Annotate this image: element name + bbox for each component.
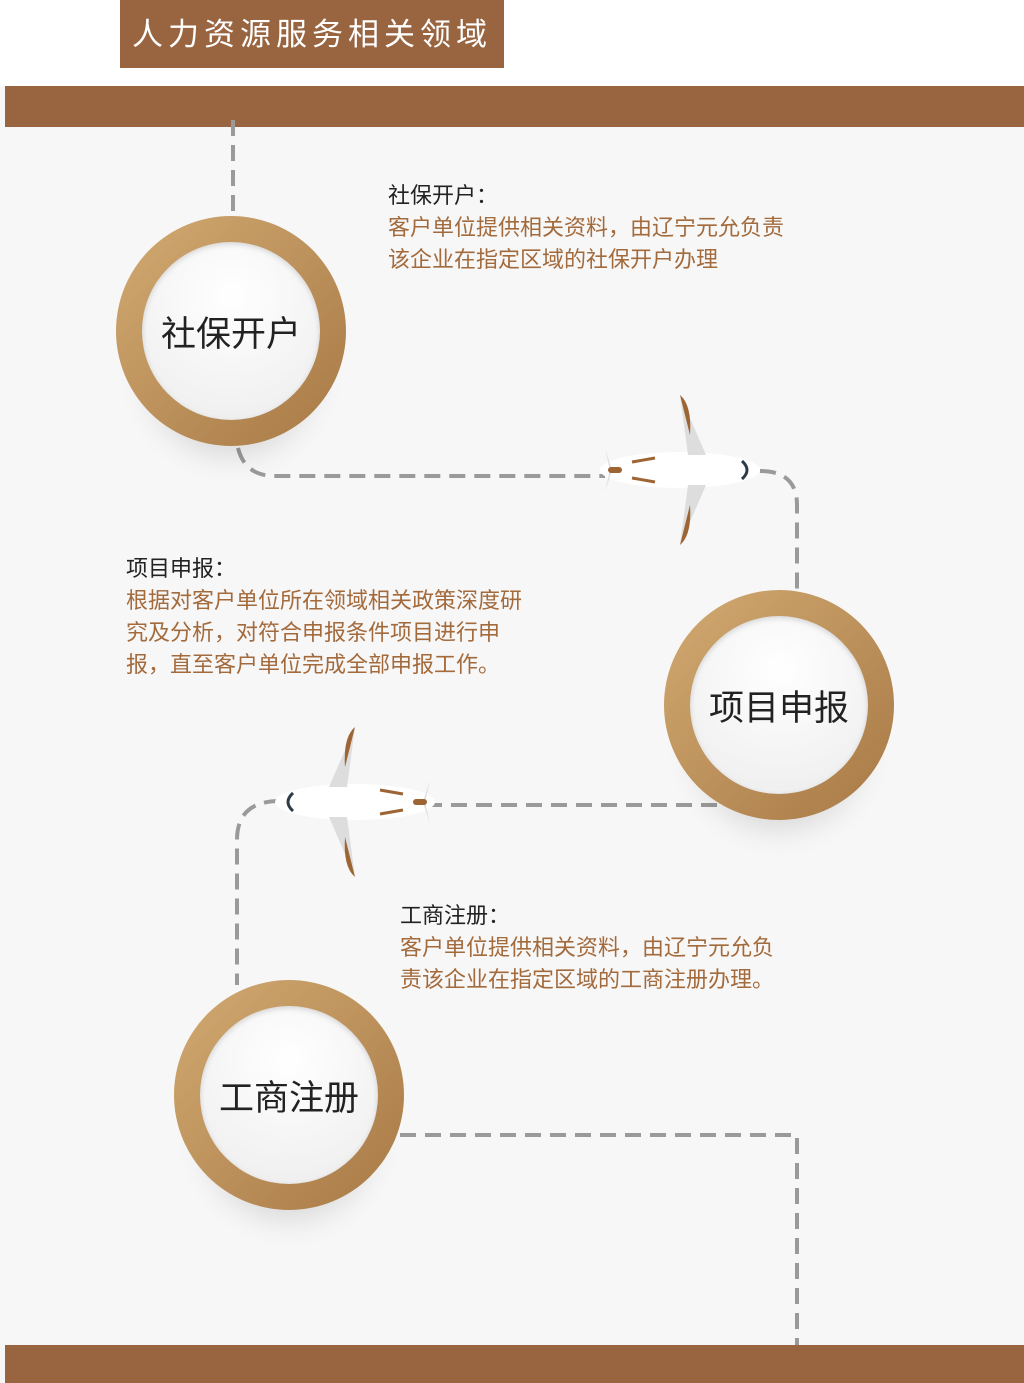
description-line: 客户单位提供相关资料，由辽宁元允负责 bbox=[388, 216, 785, 241]
step-circle-label: 社保开户 bbox=[142, 242, 320, 420]
step-title: 社保开户： bbox=[388, 184, 499, 209]
step-description-3: 工商注册： 客户单位提供相关资料，由辽宁元允负 责该企业在指定区域的工商注册办理… bbox=[400, 901, 774, 997]
dashed-path-2 bbox=[236, 447, 605, 478]
dashed-path-3 bbox=[759, 469, 799, 592]
description-line: 该企业在指定区域的社保开户办理 bbox=[388, 248, 719, 273]
step-description-2: 项目申报： 根据对客户单位所在领域相关政策深度研 究及分析，对符合申报条件项目进… bbox=[126, 554, 522, 682]
step-circle-business-registration: 工商注册 bbox=[174, 980, 404, 1210]
bottom-bar bbox=[5, 1345, 1024, 1383]
step-circle-project-application: 项目申报 bbox=[664, 590, 894, 820]
step-description-1: 社保开户： 客户单位提供相关资料，由辽宁元允负责 该企业在指定区域的社保开户办理 bbox=[388, 181, 784, 277]
dashed-path-6 bbox=[400, 1133, 799, 1345]
step-circle-label: 工商注册 bbox=[200, 1006, 378, 1184]
description-line: 根据对客户单位所在领域相关政策深度研 bbox=[126, 589, 523, 614]
step-circle-label: 项目申报 bbox=[690, 616, 868, 794]
description-line: 客户单位提供相关资料，由辽宁元允负 bbox=[400, 936, 775, 961]
description-line: 报，直至客户单位完成全部申报工作。 bbox=[126, 653, 501, 678]
description-line: 责该企业在指定区域的工商注册办理。 bbox=[400, 968, 775, 993]
airplane-icon bbox=[600, 395, 760, 545]
airplane-icon bbox=[275, 727, 435, 877]
page-title: 人力资源服务相关领域 bbox=[120, 0, 504, 68]
step-circle-social-security: 社保开户 bbox=[116, 216, 346, 446]
step-title: 工商注册： bbox=[400, 904, 511, 929]
dashed-path-5 bbox=[235, 799, 281, 985]
step-title: 项目申报： bbox=[126, 557, 237, 582]
top-bar bbox=[5, 86, 1024, 127]
description-line: 究及分析，对符合申报条件项目进行申 bbox=[126, 621, 501, 646]
